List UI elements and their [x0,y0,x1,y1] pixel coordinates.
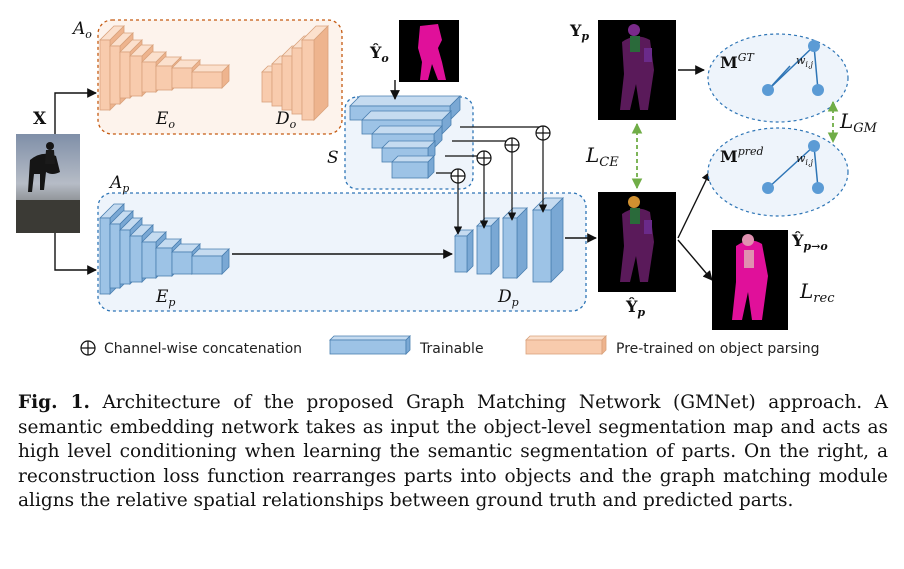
part-ground-truth-image [598,20,676,120]
pred-graph-label: Mpred [720,145,764,166]
figure-caption: Fig. 1. Architecture of the proposed Gra… [18,391,888,514]
legend-concat-text: Channel-wise concatenation [104,341,302,357]
ground-truth-graph [707,33,849,123]
pred-edge-weight-label: wi,j [796,152,814,167]
legend-pretrained-text: Pre-trained on object parsing [616,341,820,357]
object-encoder-label: Eo [155,109,175,131]
part-ground-truth-label: Yp [569,21,589,43]
object-network-label: Ao [71,19,92,41]
trainable-legend-swatch [329,335,411,355]
reconstruction-loss-label: Lrec [799,279,835,306]
gt-graph-label: MGT [720,51,756,72]
input-label: X [33,109,47,129]
part-prediction-image [598,192,676,292]
legend-trainable-text: Trainable [419,341,484,357]
concat-symbol-icon [450,125,551,184]
caption-text: Architecture of the proposed Graph Match… [18,392,888,511]
architecture-diagram: X Ao Ap Eo Do Ep Dp S Ŷo Yp Ŷp Ŷp→o MGT … [16,19,878,357]
legend: Channel-wise concatenation Trainable Pre… [80,335,820,357]
object-segmentation-output [399,20,459,82]
input-image [16,134,80,233]
pretrained-legend-swatch [525,335,607,355]
part-prediction-label: Ŷp [625,296,645,319]
part-encoder-label: Ep [155,287,175,309]
reconstruction-output-label: Ŷp→o [791,230,828,253]
embedding-label: S [327,148,339,168]
gm-loss-label: LGM [839,109,878,136]
object-output-label: Ŷo [369,42,389,65]
object-decoder [261,25,329,121]
ce-loss-label: LCE [585,143,619,170]
part-decoder-label: Dp [497,287,519,309]
part-network-box [97,192,587,312]
gt-edge-weight-label: wi,j [796,54,814,69]
concat-legend-icon [80,340,96,356]
object-decoder-label: Do [275,109,297,131]
part-encoder [99,203,230,295]
predicted-graph [707,127,849,217]
caption-label: Fig. 1. [18,392,90,413]
object-encoder [99,25,230,111]
reconstructed-object-image [712,230,788,330]
part-network-label: Ap [108,173,129,195]
embedding-network [349,95,461,179]
